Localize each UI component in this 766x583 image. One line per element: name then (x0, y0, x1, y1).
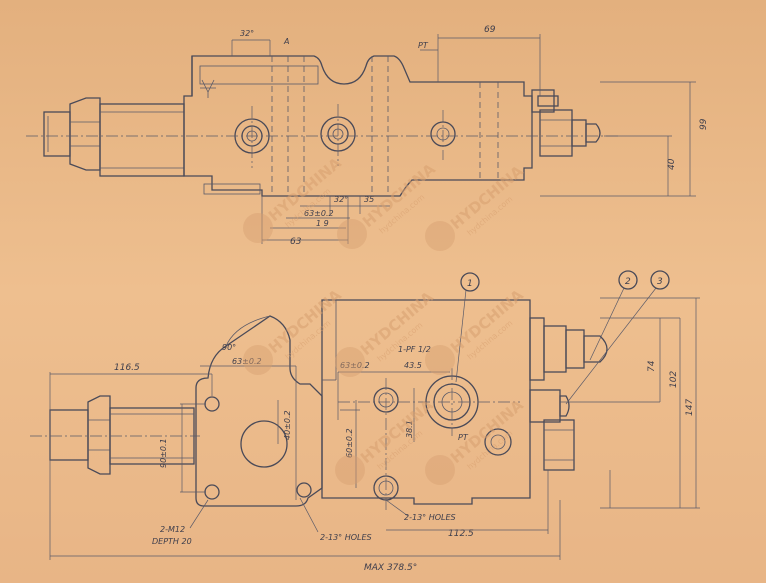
balloon-1: 1 (460, 272, 480, 292)
label-pf: 1-PF 1/2 (398, 345, 431, 354)
label-43-5: 43.5 (404, 361, 422, 370)
label-99: 99 (699, 118, 709, 130)
bottom-right-valves (529, 317, 608, 471)
label-112-5: 112.5 (448, 529, 474, 539)
bottom-flange (195, 315, 323, 507)
label-69: 69 (484, 25, 496, 35)
label-holes-left: 2-13° HOLES (320, 533, 372, 542)
label-angle-32-top: 32° (240, 29, 254, 38)
label-angle-32-bottom: 32° (334, 195, 348, 204)
label-102: 102 (669, 371, 679, 388)
label-60-vertical: 60±0.2 (345, 428, 354, 458)
label-74: 74 (647, 360, 657, 372)
label-40: 40 (667, 158, 677, 170)
label-63-left: 63±0.2 (232, 357, 262, 366)
label-a: A (283, 37, 289, 46)
bottom-port-pt (484, 428, 512, 456)
label-35: 35 (364, 195, 374, 204)
top-view: 32° A PT 69 99 40 32° 35 63±0.2 1 9 63 (26, 25, 709, 247)
balloon-2: 2 (618, 270, 638, 290)
top-body-outline (183, 55, 533, 197)
label-m12: 2-M12 (160, 525, 185, 534)
label-1-9: 1 9 (316, 219, 329, 228)
balloon-3: 3 (650, 270, 670, 290)
label-90-vertical: 90±0.1 (159, 438, 168, 468)
label-63: 63 (290, 237, 302, 247)
label-147: 147 (685, 399, 695, 416)
label-angle-90: 90° (222, 343, 236, 352)
top-right-valve (531, 89, 601, 157)
label-40-vertical: 40±0.2 (283, 410, 292, 440)
label-pt-bottom: PT (458, 433, 469, 442)
top-left-fitting (43, 97, 185, 177)
label-63-mid: 63±0.2 (340, 361, 370, 370)
label-63-tol: 63±0.2 (304, 209, 334, 218)
balloon-2-label: 2 (625, 277, 631, 287)
bottom-view: 1 2 3 90° 116.5 63±0.2 63±0.2 1-PF 1/2 4… (30, 270, 700, 573)
balloon-1-label: 1 (467, 279, 473, 289)
label-total-length: MAX 378.5° (364, 563, 417, 573)
label-pt-top: PT (418, 41, 429, 50)
label-38-1: 38.1 (405, 420, 414, 438)
label-116-5: 116.5 (114, 363, 140, 373)
label-holes-right: 2-13° HOLES (404, 513, 456, 522)
label-depth: DEPTH 20 (152, 537, 192, 546)
balloon-3-label: 3 (657, 277, 663, 287)
